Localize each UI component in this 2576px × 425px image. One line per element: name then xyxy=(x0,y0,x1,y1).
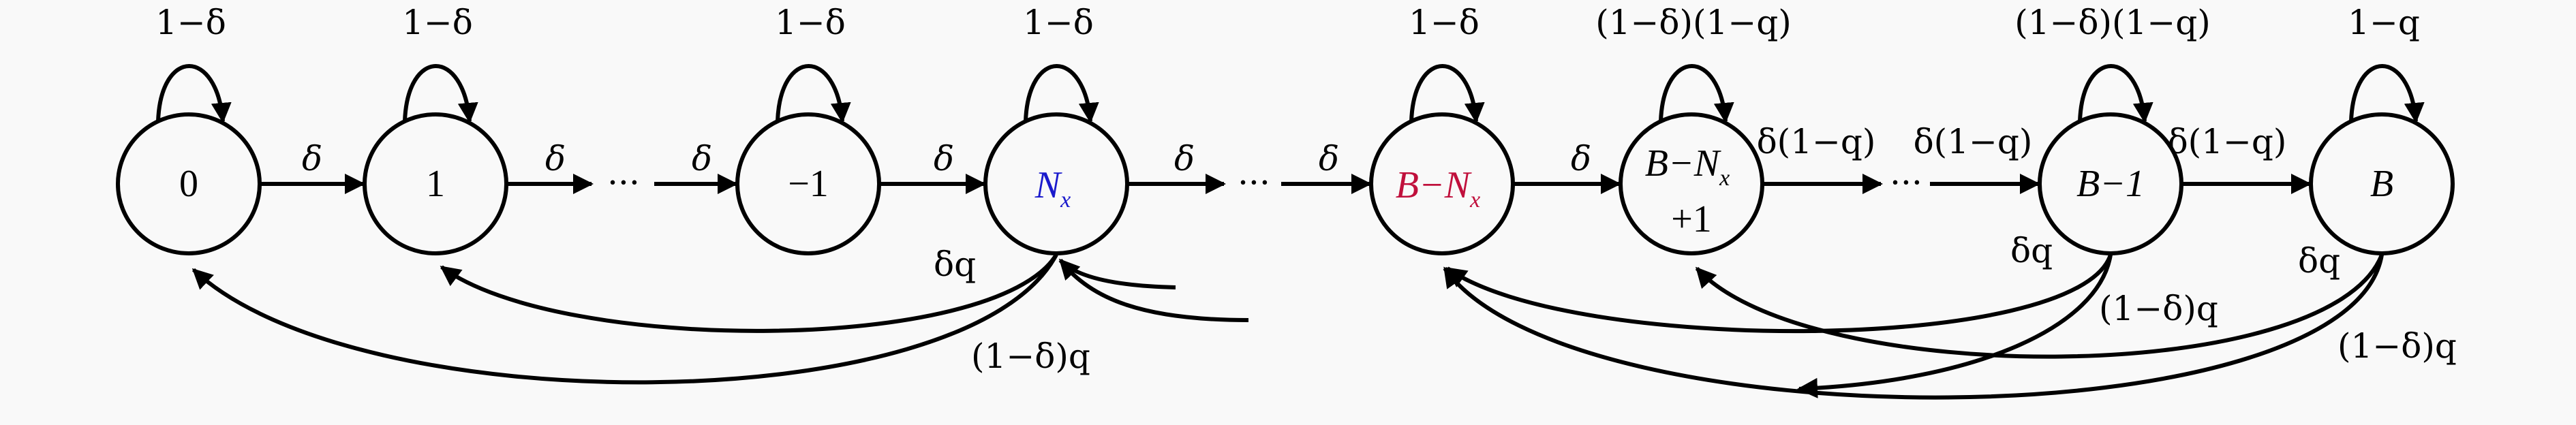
fwd-label-1: δ xyxy=(545,139,566,178)
loop-label-minus-1: 1−δ xyxy=(775,3,846,42)
ellipsis-3: ··· xyxy=(1890,163,1922,202)
loop-label-b: 1−q xyxy=(2348,3,2420,42)
self-loop-minus-1 xyxy=(776,64,851,123)
self-loops xyxy=(156,64,2425,123)
self-loop-nx xyxy=(1024,64,1099,123)
state-label-nx: Nx xyxy=(1034,164,1071,212)
nx-sub: x xyxy=(1060,187,1071,212)
loop-label-b-minus-nx: 1−δ xyxy=(1409,3,1479,42)
back-label-nx-dq: δq xyxy=(934,245,976,284)
fwd-label-0: δ xyxy=(302,139,322,178)
edge-b-minus-1-outgoing xyxy=(1797,254,2113,398)
ellipsis-2: ··· xyxy=(1238,163,1270,202)
bnx1-main: B−N xyxy=(1645,142,1721,185)
edge-incoming-nx-b xyxy=(1058,259,1249,322)
back-label-bm1-dq: δq xyxy=(2010,231,2053,270)
edge-b-to-b-minus-nx xyxy=(1443,254,2384,400)
bnx-sub: x xyxy=(1469,187,1480,212)
state-label-1: 1 xyxy=(426,163,445,205)
fwd-label-2: δ xyxy=(692,139,712,178)
fwd-label-8: δ(1−q) xyxy=(1914,122,2033,161)
bnx-main: B−N xyxy=(1396,164,1472,206)
edge-nx-to-1 xyxy=(440,253,1058,333)
fwd-label-7: δ(1−q) xyxy=(1757,122,1876,161)
loop-label-nx: 1−δ xyxy=(1023,3,1094,42)
back-label-b-1dq: (1−δ)q xyxy=(2337,326,2457,366)
state-label-plus-1: +1 xyxy=(1671,198,1712,240)
self-loop-b-minus-nx-plus-1 xyxy=(1659,64,1734,123)
loop-label-0: 1−δ xyxy=(155,3,226,42)
bnx1-sub: x xyxy=(1719,166,1730,191)
state-label-b-minus-nx-plus-1: B−Nx xyxy=(1645,142,1730,191)
self-loop-1 xyxy=(403,64,478,123)
edge-b-to-b-minus-nx-plus-1 xyxy=(1695,253,2384,359)
state-label-b-minus-nx: B−Nx xyxy=(1396,164,1480,212)
back-label-bm1-1dq: (1−δ)q xyxy=(2099,289,2218,328)
fwd-label-6: δ xyxy=(1571,139,1591,178)
edge-incoming-nx-a xyxy=(1058,258,1176,289)
back-label-nx-1dq: (1−δ)q xyxy=(971,336,1090,376)
state-label-b-minus-1: B−1 xyxy=(2076,163,2145,205)
self-loop-b-minus-1 xyxy=(2078,64,2153,123)
ellipsis-1: ··· xyxy=(607,163,640,202)
back-edges xyxy=(191,253,2384,400)
fwd-label-9: δ(1−q) xyxy=(2168,122,2287,161)
fwd-label-4: δ xyxy=(1174,139,1195,178)
state-label-0: 0 xyxy=(179,163,198,205)
nx-main: N xyxy=(1034,164,1062,206)
state-label-b: B xyxy=(2370,163,2393,205)
self-loop-b-minus-nx xyxy=(1409,64,1485,123)
self-loop-b xyxy=(2349,64,2425,123)
loop-label-1: 1−δ xyxy=(402,3,473,42)
fwd-label-3: δ xyxy=(934,139,954,178)
back-label-b-dq: δq xyxy=(2298,241,2340,281)
edge-nx-to-0 xyxy=(191,253,1058,385)
fwd-label-5: δ xyxy=(1319,139,1339,178)
loop-label-b-minus-nx-plus-1: (1−δ)(1−q) xyxy=(1595,3,1792,42)
loop-label-b-minus-1: (1−δ)(1−q) xyxy=(2014,3,2211,42)
edge-b-minus-1-to-b-minus-nx xyxy=(1445,254,2113,334)
state-label-minus-1: −1 xyxy=(788,163,829,205)
self-loop-0 xyxy=(156,64,232,123)
